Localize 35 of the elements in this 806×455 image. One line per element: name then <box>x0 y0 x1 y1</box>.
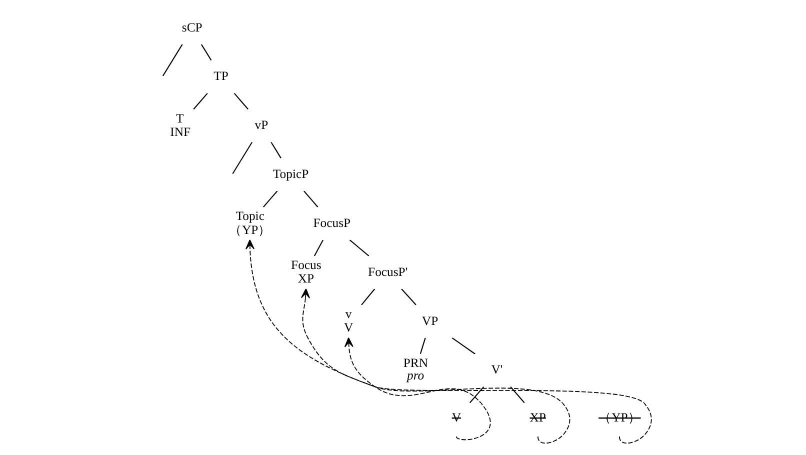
connector <box>162 44 182 76</box>
node-text: v V <box>344 307 353 335</box>
arrow <box>344 337 490 440</box>
node-text: V <box>451 410 460 425</box>
node-text: FocusP <box>312 216 350 230</box>
node-text: Focus XP <box>290 258 321 286</box>
connector <box>192 92 208 110</box>
node-text: Topic （YP） <box>228 209 271 237</box>
connector <box>262 190 278 208</box>
connector <box>348 240 369 256</box>
arrow <box>300 288 570 444</box>
node-text: XP <box>529 410 546 425</box>
connector <box>451 337 475 354</box>
connector <box>270 142 281 158</box>
node-text: （YP） <box>598 410 640 425</box>
node-text: T INF <box>170 111 190 139</box>
connector <box>232 142 252 174</box>
connector <box>233 92 248 110</box>
connector <box>419 338 426 354</box>
node-text: V' <box>490 362 502 377</box>
node-text: TopicP <box>272 167 308 182</box>
node-text: sCP <box>181 20 202 34</box>
node-text: TP <box>213 69 228 84</box>
connector <box>360 288 375 306</box>
node-text: vP <box>254 118 268 132</box>
connector <box>510 386 524 404</box>
connector <box>303 190 318 208</box>
connector <box>468 386 484 404</box>
node-text: PRN pro <box>402 356 428 383</box>
connector <box>400 288 416 306</box>
node-text: VP <box>421 314 438 328</box>
node-text: FocusP' <box>368 264 408 279</box>
arrow <box>244 239 652 444</box>
connector <box>313 240 324 256</box>
connector <box>200 44 212 61</box>
